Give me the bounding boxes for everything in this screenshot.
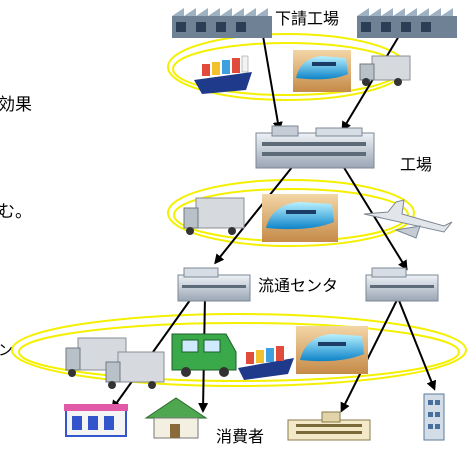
left-text-mu: む。 bbox=[0, 202, 32, 222]
truck-icon-middle bbox=[183, 197, 245, 235]
left-text-n: ン bbox=[0, 341, 13, 359]
truck-icon-top bbox=[359, 55, 411, 86]
label-factory: 工場 bbox=[400, 155, 432, 174]
cargo-ship-icon-bottom bbox=[238, 346, 294, 380]
distribution-center-icon-right bbox=[365, 267, 439, 302]
left-text-effect: 効果 bbox=[0, 95, 32, 115]
delivery-van-icon bbox=[171, 333, 237, 377]
label-distribution-center: 流通センタ bbox=[258, 276, 338, 295]
truck-icon-bottom-2 bbox=[105, 351, 165, 389]
house-icon bbox=[144, 397, 208, 439]
airplane-icon bbox=[363, 199, 453, 239]
store-icon bbox=[64, 404, 128, 437]
distribution-center-icon-left bbox=[177, 267, 251, 302]
factory-icon bbox=[255, 125, 375, 169]
subcontractor-factory-icon-right bbox=[357, 8, 457, 38]
bullet-train-icon-bottom bbox=[296, 326, 368, 374]
apartment-icon bbox=[287, 411, 371, 441]
subcontractor-factory-icon-left bbox=[172, 8, 272, 38]
bullet-train-icon bbox=[293, 50, 351, 92]
label-consumers: 消費者 bbox=[216, 427, 264, 446]
tower-building-icon bbox=[423, 393, 445, 441]
bullet-train-icon-middle bbox=[262, 194, 338, 242]
ellipse-bottom bbox=[11, 313, 467, 387]
cargo-ship-icon bbox=[194, 55, 252, 94]
label-subcontractor-factories: 下請工場 bbox=[275, 9, 339, 28]
